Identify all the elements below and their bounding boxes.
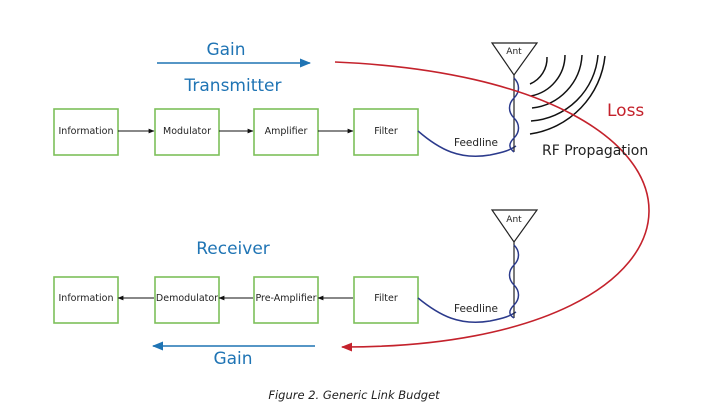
tx-feedline-cable: [417, 130, 517, 157]
rf-propagation-label: RF Propagation: [542, 143, 648, 159]
rf-wave-arc-4: [530, 54, 599, 122]
rx-block-pre-amplifier-label: Pre-Amplifier: [255, 293, 316, 304]
receiver-title: Receiver: [196, 239, 270, 259]
propagation-section: Loss RF Propagation: [334, 61, 650, 352]
tx-block-amplifier-label: Amplifier: [265, 126, 308, 137]
tx-block-modulator-label: Modulator: [163, 126, 211, 137]
rx-block-demodulator-label: Demodulator: [156, 293, 218, 304]
rf-wave-arc-5: [529, 55, 606, 135]
rx-antenna-triangle: [490, 209, 539, 244]
tx-block-filter: [353, 108, 419, 156]
rf-wave-arcs: [529, 54, 606, 135]
rx-block-demodulator: [154, 276, 220, 324]
tx-antenna-coil: [508, 77, 520, 153]
rf-wave-arc-2: [530, 54, 566, 97]
tx-block-modulator: [154, 108, 220, 156]
tx-block-filter-label: Filter: [374, 126, 398, 137]
rx-antenna-coil: [508, 244, 520, 319]
figure-caption: Figure 2. Generic Link Budget: [268, 388, 440, 402]
tx-gain-label: Gain: [206, 40, 245, 60]
rx-feedline-cable: [417, 297, 517, 324]
transmitter-title: Transmitter: [184, 76, 282, 96]
tx-antenna-triangle: [490, 42, 539, 77]
rx-block-information-label: Information: [59, 293, 114, 304]
tx-block-information-label: Information: [59, 126, 114, 137]
rx-feedline-label: Feedline: [454, 303, 498, 315]
loss-label: Loss: [607, 101, 644, 121]
rx-block-information: [53, 276, 119, 324]
receiver-section: Receiver Information Demodulator Pre-Amp…: [53, 209, 539, 369]
tx-antenna-label: Ant: [506, 47, 522, 57]
rx-block-filter-label: Filter: [374, 293, 398, 304]
tx-block-information: [53, 108, 119, 156]
rx-antenna-label: Ant: [506, 215, 522, 225]
transmitter-section: Gain Transmitter Information Modulator A…: [53, 40, 606, 157]
tx-block-amplifier: [253, 108, 319, 156]
rx-block-filter: [353, 276, 419, 324]
rx-gain-label: Gain: [213, 349, 252, 369]
tx-feedline-label: Feedline: [454, 137, 498, 149]
loss-arc: [334, 61, 650, 352]
rf-wave-arc-3: [531, 54, 583, 109]
rf-wave-arc-1: [529, 56, 548, 85]
